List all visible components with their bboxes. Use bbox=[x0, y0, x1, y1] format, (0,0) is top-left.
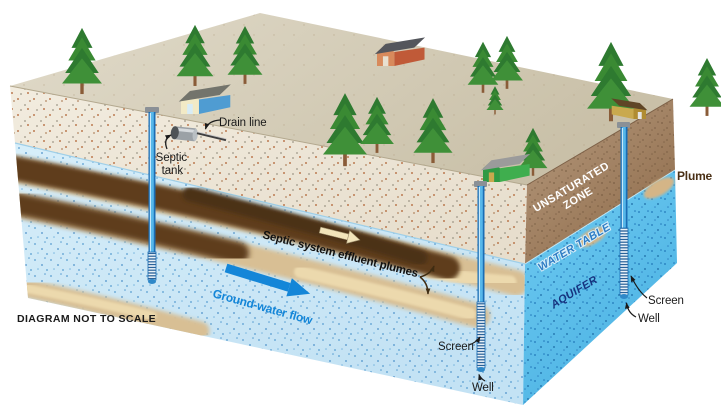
land-surface-top-face bbox=[9, 13, 674, 186]
drain-line-callout-arrow bbox=[204, 119, 221, 130]
plume-cross-section-lower bbox=[577, 226, 607, 248]
groundwater-flow-arrow bbox=[224, 263, 311, 297]
monitoring-well-middle bbox=[474, 181, 487, 372]
right-top-edge bbox=[526, 98, 674, 186]
effluent-plume-bands bbox=[15, 143, 525, 341]
screen-label-right: Screen bbox=[648, 295, 684, 307]
tree-icon bbox=[689, 57, 721, 116]
monitoring-well-right bbox=[617, 122, 630, 299]
front-face-unsaturated-zone bbox=[10, 86, 527, 264]
plume-label: Plume bbox=[677, 169, 713, 183]
water-table-line-front bbox=[14, 142, 526, 265]
well-cap bbox=[474, 181, 487, 187]
right-face-aquifer bbox=[523, 169, 677, 405]
screen-callout-arrow-middle bbox=[468, 336, 481, 346]
monitoring-well-left bbox=[145, 107, 159, 284]
right-face-unsaturated-zone bbox=[525, 99, 675, 264]
front-top-edge bbox=[9, 85, 528, 186]
plume-pointer-upper bbox=[419, 265, 435, 278]
well-screen bbox=[147, 251, 157, 281]
well-callout-arrow-right bbox=[624, 302, 637, 318]
septic-tank-label-line1: Septic bbox=[156, 152, 188, 164]
screen-callout-arrow-right bbox=[630, 275, 648, 299]
well-cap bbox=[145, 107, 159, 113]
septic-tank-icon bbox=[170, 126, 198, 142]
well-screen bbox=[619, 227, 629, 296]
drain-line-label: Drain line bbox=[219, 117, 267, 129]
well-cap bbox=[617, 122, 630, 128]
septic-tank-callout-arrow bbox=[164, 134, 172, 150]
plume-flow-arrow bbox=[318, 226, 361, 244]
plume-band bbox=[15, 152, 525, 296]
plume-band bbox=[15, 277, 210, 341]
scale-note: DIAGRAM NOT TO SCALE bbox=[17, 313, 156, 325]
well-callout-arrow-middle bbox=[478, 373, 486, 382]
plume-cross-section-upper bbox=[643, 177, 675, 199]
plume-pointer-lower bbox=[419, 276, 431, 295]
screen-label-middle: Screen bbox=[438, 341, 474, 353]
well-label-right: Well bbox=[638, 313, 660, 325]
plume-band bbox=[15, 188, 490, 328]
well-screen bbox=[476, 301, 486, 369]
drain-line-pipe bbox=[196, 131, 227, 142]
septic-tank-label-line2: tank bbox=[162, 165, 184, 177]
well-label-middle: Well bbox=[472, 382, 494, 394]
